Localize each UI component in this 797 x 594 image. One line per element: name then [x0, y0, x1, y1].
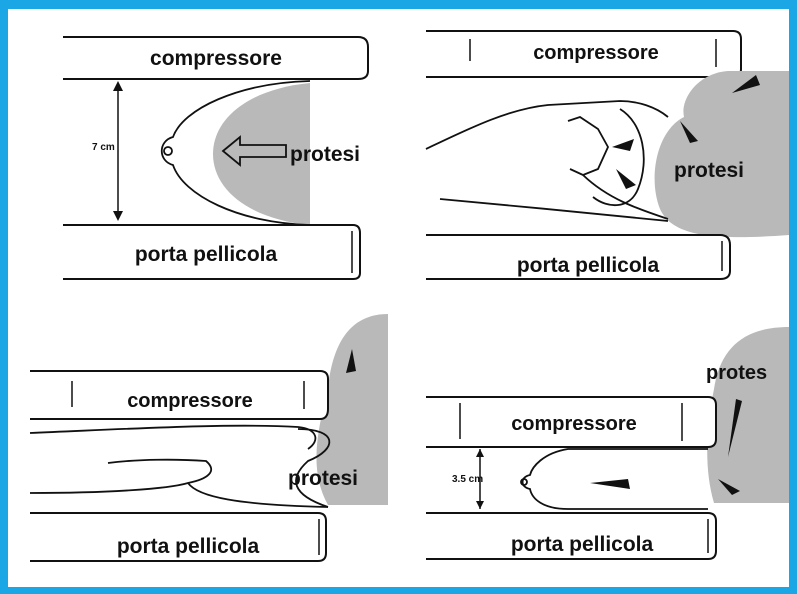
dimension-arrow-up — [476, 449, 484, 457]
implant-label: protesi — [288, 467, 358, 490]
motion-arrow — [590, 479, 630, 489]
implant-shape — [707, 327, 789, 503]
compressor-label: compressore — [127, 390, 253, 412]
nipple — [164, 147, 172, 155]
compressed-tissue — [593, 109, 644, 205]
film-holder-label: porta pellicola — [517, 254, 660, 277]
film-holder-label: porta pellicola — [135, 243, 278, 266]
breast-outline — [523, 449, 709, 509]
panel-displacement-view: compressore protesi porta pellicola — [426, 31, 789, 279]
compressor-label: compressore — [150, 47, 282, 70]
dimension-label: 3.5 cm — [452, 474, 483, 485]
film-holder-label: porta pellicola — [511, 533, 654, 556]
implant-shape — [655, 71, 789, 237]
diagram-frame: compressore protesi 7 cm porta pellicola… — [8, 9, 789, 587]
implant-label: protesi — [290, 143, 360, 166]
compressor-label: compressore — [511, 413, 637, 435]
panel-standard-view: compressore protesi 7 cm porta pellicola — [63, 37, 368, 279]
panel-implant-pushed-view: compressore protesi porta pellicola — [30, 314, 388, 561]
implant-label: protes — [706, 362, 767, 384]
mammography-implant-diagram: compressore protesi 7 cm porta pellicola… — [8, 9, 789, 587]
dimension-arrow-down — [476, 501, 484, 509]
film-holder-label: porta pellicola — [117, 535, 260, 558]
motion-arrow — [616, 169, 636, 189]
dimension-arrow-up — [113, 81, 123, 91]
panel-reduced-compression-view: compressore protes 3.5 cm porta pellicol… — [426, 327, 789, 559]
motion-arrow — [612, 139, 634, 151]
implant-label: protesi — [674, 159, 744, 182]
hand-outline — [30, 426, 328, 507]
dimension-label: 7 cm — [92, 142, 115, 153]
dimension-arrow-down — [113, 211, 123, 221]
compressor-label: compressore — [533, 42, 659, 64]
